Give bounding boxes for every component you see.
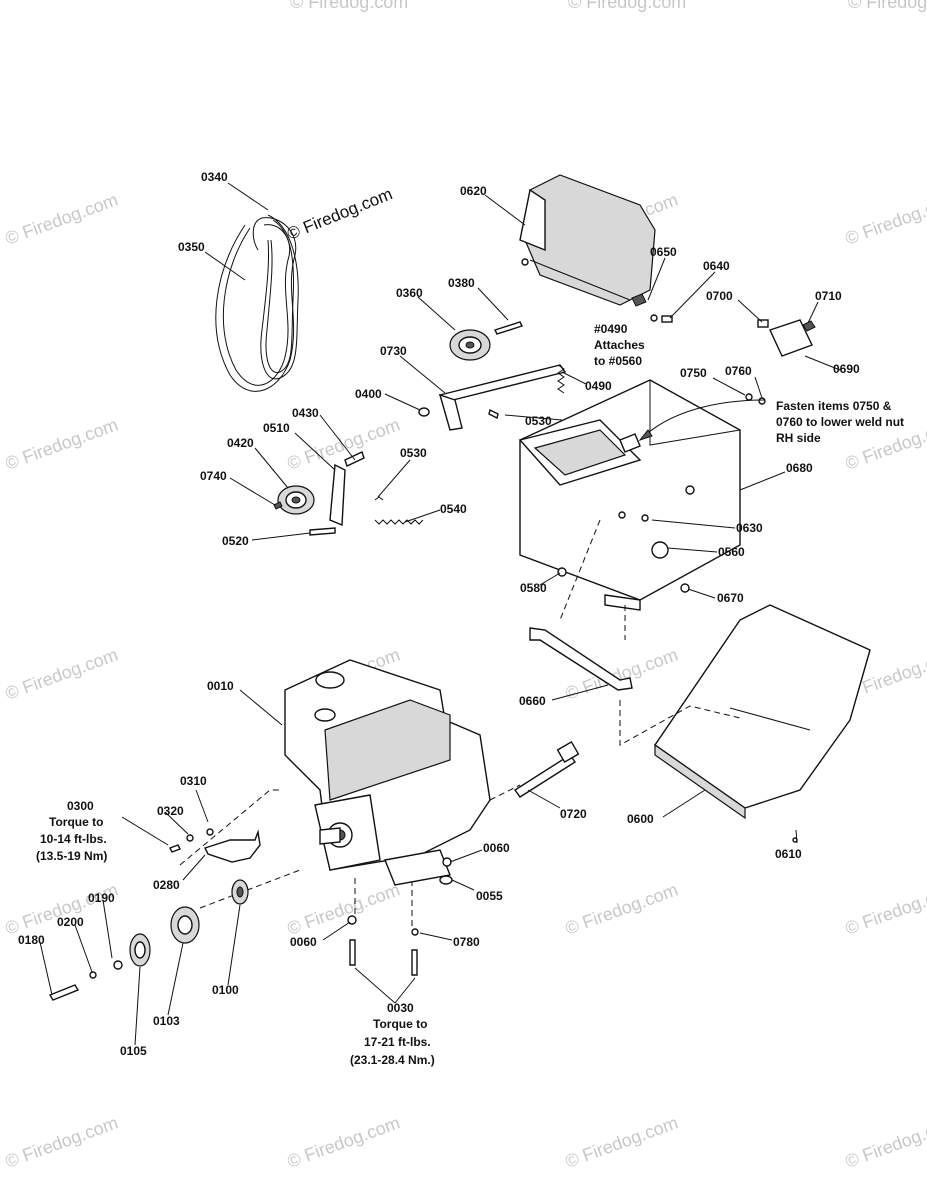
part-label-0660: 0660	[519, 694, 546, 708]
belt-guard	[519, 174, 656, 307]
part-label-0320: 0320	[157, 804, 184, 818]
watermark: © Firedog.com	[848, 0, 927, 12]
part-label-0680: 0680	[786, 461, 813, 475]
part-label-0530: 0530	[400, 446, 427, 460]
part-label-0060: 0060	[290, 935, 317, 949]
watermark: © Firedog.com	[285, 879, 403, 938]
watermark: © Firedog.com	[3, 1112, 121, 1171]
assembly-notes: #0490 Attaches to #0560 Fasten items 075…	[36, 322, 904, 1067]
note-0030-line2: 17-21 ft-lbs.	[364, 1035, 431, 1049]
mounting-bracket	[529, 627, 633, 691]
part-label-0200: 0200	[57, 915, 84, 929]
watermark: © Firedog.com	[290, 0, 408, 12]
part-label-0060: 0060	[483, 841, 510, 855]
part-label-0560: 0560	[718, 545, 745, 559]
part-label-0310: 0310	[180, 774, 207, 788]
part-label-0430: 0430	[292, 406, 319, 420]
note-0030-line3: (23.1-28.4 Nm.)	[350, 1053, 435, 1067]
note-fasten-line3: RH side	[776, 431, 821, 445]
note-0030-line1: Torque to	[373, 1017, 427, 1031]
part-label-0530: 0530	[525, 414, 552, 428]
part-label-0600: 0600	[627, 812, 654, 826]
alignment-lines	[179, 519, 741, 930]
part-label-0300: 0300	[67, 799, 94, 813]
note-0300-line1: Torque to	[49, 815, 103, 829]
part-label-0520: 0520	[222, 534, 249, 548]
watermark: © Firedog.com	[843, 879, 927, 938]
part-label-0690: 0690	[833, 362, 860, 376]
note-0300-line3: (13.5-19 Nm)	[36, 849, 107, 863]
note-0490-line1: #0490	[594, 322, 628, 336]
watermark: © Firedog.com	[3, 189, 121, 248]
note-0490-line2: Attaches	[594, 338, 645, 352]
part-label-0610: 0610	[775, 847, 802, 861]
part-label-0010: 0010	[207, 679, 234, 693]
part-label-0760: 0760	[725, 364, 752, 378]
watermark: © Firedog.com	[3, 414, 121, 473]
watermark-layer: © Firedog.com © Firedog.com © Firedog.co…	[3, 0, 927, 1172]
part-label-0630: 0630	[736, 521, 763, 535]
bottom-plate	[654, 604, 871, 843]
part-label-0030: 0030	[387, 1001, 414, 1015]
part-label-0105: 0105	[120, 1044, 147, 1058]
part-label-0780: 0780	[453, 935, 480, 949]
watermark: © Firedog.com	[3, 644, 121, 703]
part-label-0420: 0420	[227, 436, 254, 450]
main-frame	[518, 379, 766, 611]
watermark: © Firedog.com	[563, 1112, 681, 1171]
engine	[284, 659, 491, 886]
part-labels: 0340 0350 0620 0650 0640 0700 0710 0690 …	[18, 170, 860, 1058]
pulley-stack	[48, 828, 261, 1001]
watermark: © Firedog.com	[843, 1112, 927, 1171]
part-label-0055: 0055	[476, 889, 503, 903]
part-label-0620: 0620	[460, 184, 487, 198]
watermark: © Firedog.com	[285, 414, 403, 473]
auger-shaft	[514, 740, 580, 798]
watermark: © Firedog.com	[285, 1112, 403, 1171]
part-label-0490: 0490	[585, 379, 612, 393]
part-label-0380: 0380	[448, 276, 475, 290]
part-label-0340: 0340	[201, 170, 228, 184]
part-label-0650: 0650	[650, 245, 677, 259]
part-label-0510: 0510	[263, 421, 290, 435]
part-label-0400: 0400	[355, 387, 382, 401]
watermark-main: © Firedog.com	[284, 184, 395, 243]
part-label-0640: 0640	[703, 259, 730, 273]
part-label-0750: 0750	[680, 366, 707, 380]
watermark: © Firedog.com	[563, 879, 681, 938]
note-fasten-line1: Fasten items 0750 &	[776, 399, 892, 413]
leader-lines	[39, 182, 841, 1046]
note-0490-line3: to #0560	[594, 354, 642, 368]
part-label-0100: 0100	[212, 983, 239, 997]
drive-belts	[215, 214, 299, 392]
part-label-0580: 0580	[520, 581, 547, 595]
part-label-0190: 0190	[88, 891, 115, 905]
watermark: © Firedog.com	[3, 879, 121, 938]
part-label-0540: 0540	[440, 502, 467, 516]
part-label-0180: 0180	[18, 933, 45, 947]
watermark: © Firedog.com	[843, 189, 927, 248]
top-right-hardware	[650, 314, 816, 405]
part-label-0280: 0280	[153, 878, 180, 892]
part-label-0710: 0710	[815, 289, 842, 303]
part-label-0740: 0740	[200, 469, 227, 483]
part-label-0350: 0350	[178, 240, 205, 254]
part-label-0730: 0730	[380, 344, 407, 358]
idler-assembly-upper	[418, 321, 567, 431]
note-fasten-line2: 0760 to lower weld nut	[776, 415, 904, 429]
idler-assembly-lower	[273, 451, 424, 536]
part-label-0103: 0103	[153, 1014, 180, 1028]
part-label-0720: 0720	[560, 807, 587, 821]
watermark: © Firedog.com	[568, 0, 686, 12]
part-label-0360: 0360	[396, 286, 423, 300]
part-label-0670: 0670	[717, 591, 744, 605]
part-label-0700: 0700	[706, 289, 733, 303]
note-0300-line2: 10-14 ft-lbs.	[40, 832, 107, 846]
